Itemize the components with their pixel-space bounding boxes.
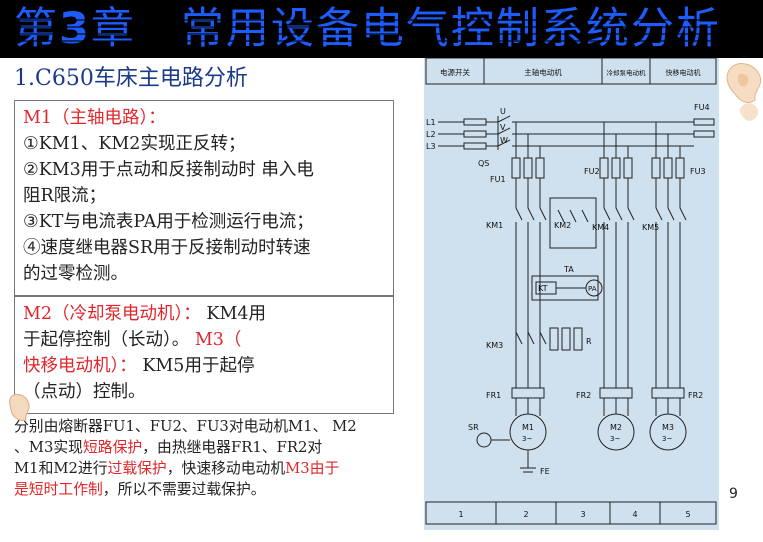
label-ta: TA [563,265,574,274]
m1-line-2: ②KM3用于点动和反接制动时 串入电 [23,160,314,180]
label-w: W [500,136,508,145]
label-km5: KM5 [642,223,659,232]
summary-part-5: ，快速移动电动机 [166,460,286,477]
header-power-switch: 电源开关 [440,67,470,77]
diagram-footer-table [425,501,717,525]
label-m3-type: 3~ [662,435,672,443]
section-subtitle: 1.C650车床主电路分析 [14,66,248,91]
header-rapid-motor: 快移电动机 [666,68,701,77]
label-l1: L1 [426,118,436,127]
footer-col-3: 3 [580,510,585,519]
right-ornament-decoration [739,103,758,121]
summary-m3-reason-a: M3由于 [285,460,340,477]
label-fe: FE [540,467,550,476]
footer-col-2: 2 [523,510,528,519]
m2-line-2: 于起停控制（长动）。 M3（ [23,327,385,353]
summary-part-3: ，由热继电器FR1、FR2对 [142,439,323,456]
label-fu1: FU1 [490,175,506,184]
label-m3: M3 [662,423,674,432]
footer-col-1: 1 [458,510,463,519]
label-m2-type: 3~ [610,435,620,443]
corner-flower-decoration [726,63,762,103]
page-number: 9 [729,486,738,502]
slide-title: 第3章 常用设备电气控制系统分析 [14,2,721,56]
m1-line-4: ③KT与电流表PA用于检测运行电流； [23,212,314,232]
label-fu3: FU3 [690,167,706,176]
m2-line-1: M2（冷却泵电动机）： KM4用 [23,301,385,327]
label-km3: KM3 [486,341,503,350]
m3-text-a: KM5用于起停 [136,356,255,376]
left-ornament-decoration [9,393,30,421]
label-u: U [500,107,506,116]
title-chapter-number: 3 [59,4,91,54]
summary-part-2: 、M3实现 [14,439,83,456]
label-m2: M2 [610,423,622,432]
label-km1: KM1 [486,221,503,230]
m1-heading: M1（主轴电路）： [23,108,166,128]
summary-m3-reason-b: 是短时工作制 [14,481,103,498]
c650-main-circuit-diagram: 电源开关 主轴电动机 冷却泵电动机 快移电动机 [424,58,719,530]
header-coolant-motor: 冷却泵电动机 [607,68,647,77]
label-qs: QS [478,159,489,168]
m1-explanation-box: M1（主轴电路）： ①KM1、KM2实现正反转； ②KM3用于点动和反接制动时 … [14,100,394,296]
m3-label-a: M3（ [189,330,242,350]
m1-line-5: ④速度继电器SR用于反接制动时转速 [23,238,311,258]
label-l2: L2 [426,130,436,139]
label-fu4: FU4 [694,103,710,112]
footer-col-4: 4 [632,510,637,519]
label-pa: PA [588,285,597,293]
m1-line-6: 的过零检测。 [23,264,128,284]
label-fr2: FR2 [576,391,591,400]
label-v: V [500,123,506,132]
summary-part-4: M1和M2进行 [14,460,108,477]
summary-part-7: ，所以不需要过载保护。 [102,481,266,498]
footer-col-5: 5 [685,510,690,519]
header-spindle-motor: 主轴电动机 [524,67,562,77]
label-km2: KM2 [554,221,571,230]
protection-summary: 分别由熔断器FU1、FU2、FU3对电动机M1、 M2 、M3实现短路保护，由热… [14,416,416,500]
summary-short-circuit: 短路保护 [82,439,143,456]
title-rest: 章 常用设备电气控制系统分析 [90,4,721,54]
label-sr: SR [468,423,479,432]
label-m1-type: 3~ [522,435,532,443]
m2-m3-explanation-box: M2（冷却泵电动机）： KM4用 于起停控制（长动）。 M3（ 快移电动机）： … [14,296,394,414]
slide-title-bar: 第3章 常用设备电气控制系统分析 [0,0,763,58]
summary-part-1: 分别由熔断器FU1、FU2、FU3对电动机M1、 M2 [14,418,357,435]
label-km4: KM4 [592,223,609,232]
m2-text-a: KM4用 [200,304,267,324]
m1-line-3: 阻R限流； [23,186,107,206]
motors [476,398,687,473]
title-prefix: 第 [14,4,59,54]
m2-text-b: 于起停控制（长动）。 [23,330,190,350]
label-kt: KT [538,284,548,293]
m3-line-1: 快移电动机）： KM5用于起停 [23,353,385,379]
m3-label-b: 快移电动机）： [23,356,137,376]
m3-line-2: （点动）控制。 [23,382,146,402]
thermal-relays [511,387,685,399]
label-m1: M1 [522,423,534,432]
label-fr-right: FR2 [688,391,703,400]
label-r: R [586,337,592,346]
m2-label: M2（冷却泵电动机）： [23,304,201,324]
m1-line-1: ①KM1、KM2实现正反转； [23,134,246,154]
supply-lines [438,115,715,158]
label-fr1: FR1 [486,391,501,400]
diagram-header-table [425,58,717,85]
current-monitor-kt-pa [531,275,603,301]
label-l3: L3 [426,142,436,151]
km3-and-resistor [515,298,583,388]
contactor-km1-km2 [515,178,687,388]
label-fu2: FU2 [584,167,600,176]
circuit-svg: 电源开关 主轴电动机 冷却泵电动机 快移电动机 [425,58,717,525]
summary-overload: 过载保护 [107,460,167,477]
